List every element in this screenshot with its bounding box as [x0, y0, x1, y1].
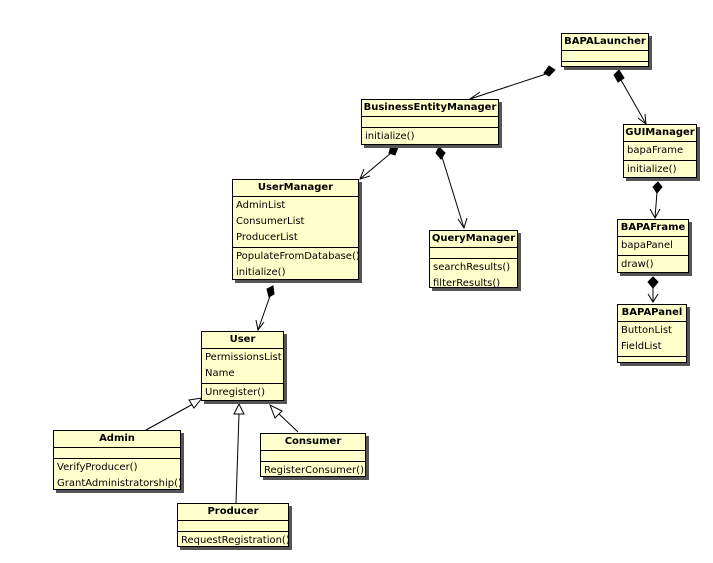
composition-usermanager-user	[255, 285, 275, 332]
methods-section: initialize()	[362, 128, 498, 146]
class-name: BusinessEntityManager	[362, 100, 498, 117]
class-name: BAPALauncher	[562, 34, 648, 51]
composition-bem-querymanager	[435, 146, 468, 230]
class-gui-manager[interactable]: GUIManager bapaFrame initialize()	[623, 124, 697, 178]
method: initialize()	[236, 267, 286, 278]
class-name: BAPAFrame	[618, 220, 688, 237]
attribute: bapaFrame	[627, 145, 684, 156]
attributes-section	[178, 521, 288, 532]
class-bapa-panel[interactable]: BAPAPanel ButtonList FieldList	[617, 304, 687, 363]
attributes-section	[261, 451, 365, 462]
class-consumer[interactable]: Consumer RegisterConsumer()	[260, 433, 366, 477]
attribute: AdminList	[236, 200, 286, 211]
methods-section: Unregister()	[202, 384, 283, 402]
methods-section: RegisterConsumer()	[261, 462, 365, 480]
class-name: Producer	[178, 504, 288, 521]
class-query-manager[interactable]: QueryManager searchResults() filterResul…	[429, 230, 518, 289]
methods-section: draw()	[618, 256, 688, 274]
method: RegisterConsumer()	[264, 465, 364, 476]
attributes-section	[362, 117, 498, 128]
composition-launcher-bem	[468, 65, 556, 102]
generalization-consumer-user	[269, 403, 299, 433]
attribute: FieldList	[621, 341, 662, 352]
composition-frame-panel	[647, 276, 659, 303]
composition-gui-frame	[649, 181, 663, 220]
generalization-admin-user	[145, 397, 204, 431]
composition-launcher-gui	[613, 69, 647, 126]
class-user[interactable]: User PermissionsList Name Unregister()	[201, 331, 284, 401]
methods-section: RequestRegistration()	[178, 532, 290, 550]
method: Unregister()	[205, 387, 266, 398]
method: filterResults()	[433, 278, 501, 289]
attribute: bapaPanel	[621, 240, 673, 251]
attribute: Name	[205, 368, 235, 379]
attributes-section: AdminList ConsumerList ProducerList	[233, 197, 358, 248]
methods-section: VerifyProducer() GrantAdministratorship(…	[54, 459, 182, 493]
attributes-section	[54, 448, 180, 459]
class-name: UserManager	[233, 180, 358, 197]
attribute: ProducerList	[236, 232, 298, 243]
attributes-section	[430, 248, 517, 259]
attributes-section	[562, 51, 648, 62]
class-name: GUIManager	[624, 125, 696, 142]
class-name: User	[202, 332, 283, 349]
method: initialize()	[627, 164, 677, 175]
class-business-entity-manager[interactable]: BusinessEntityManager initialize()	[361, 99, 499, 145]
method: initialize()	[365, 131, 415, 142]
attribute: PermissionsList	[205, 352, 282, 363]
class-bapa-frame[interactable]: BAPAFrame bapaPanel draw()	[617, 219, 689, 273]
class-name: QueryManager	[430, 231, 517, 248]
class-admin[interactable]: Admin VerifyProducer() GrantAdministrato…	[53, 430, 182, 493]
composition-bem-usermanager	[359, 145, 399, 180]
class-name: Consumer	[261, 434, 365, 451]
attributes-section: ButtonList FieldList	[618, 322, 686, 357]
methods-section: searchResults() filterResults()	[430, 259, 517, 293]
method: PopulateFromDatabase()	[236, 251, 360, 262]
method: searchResults()	[433, 262, 511, 273]
attributes-section: bapaFrame	[624, 142, 696, 161]
generalization-producer-user	[233, 402, 245, 504]
class-name: BAPAPanel	[618, 305, 686, 322]
methods-section	[618, 357, 686, 367]
method: VerifyProducer()	[57, 462, 138, 473]
class-producer[interactable]: Producer RequestRegistration()	[177, 503, 290, 550]
class-user-manager[interactable]: UserManager AdminList ConsumerList Produ…	[232, 179, 360, 282]
methods-section	[562, 62, 648, 72]
methods-section: PopulateFromDatabase() initialize()	[233, 248, 360, 282]
class-name: Admin	[54, 431, 180, 448]
attributes-section: PermissionsList Name	[202, 349, 283, 384]
class-bapa-launcher[interactable]: BAPALauncher	[561, 33, 649, 67]
methods-section: initialize()	[624, 161, 696, 179]
attributes-section: bapaPanel	[618, 237, 688, 256]
attribute: ButtonList	[621, 325, 672, 336]
method: GrantAdministratorship()	[57, 478, 182, 489]
method: RequestRegistration()	[181, 535, 290, 546]
attribute: ConsumerList	[236, 216, 305, 227]
method: draw()	[621, 259, 654, 270]
